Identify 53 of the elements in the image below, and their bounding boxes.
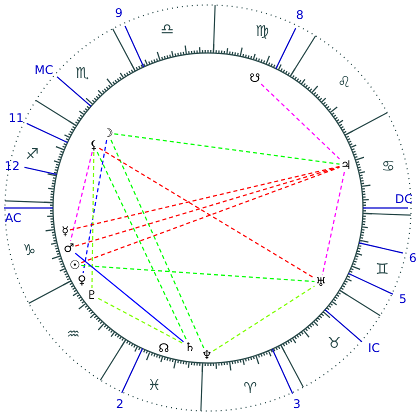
zodiac-sign-symbol: ♈ bbox=[244, 380, 257, 396]
planet-symbol: ♆ bbox=[202, 349, 212, 361]
house-label: 8 bbox=[296, 9, 304, 21]
house-label: IC bbox=[368, 342, 380, 354]
planet-symbol: ♄ bbox=[184, 341, 196, 353]
aspect-line bbox=[98, 298, 184, 344]
lunar-node-symbol: ☋ bbox=[250, 72, 260, 84]
aspect-line bbox=[74, 252, 184, 342]
planet-symbol: ☉ bbox=[70, 259, 80, 271]
zodiac-sign-symbol: ♌ bbox=[338, 74, 351, 90]
house-label: DC bbox=[395, 193, 413, 205]
zodiac-sign-symbol: ♑ bbox=[22, 242, 36, 258]
planet-symbol: ☽ bbox=[102, 127, 114, 139]
house-label: 5 bbox=[399, 293, 407, 305]
aspect-line bbox=[110, 140, 204, 348]
aspect-line bbox=[260, 84, 340, 160]
aspect-line bbox=[322, 172, 345, 276]
zodiac-sign-symbol: ♓ bbox=[148, 378, 161, 392]
aspect-line bbox=[81, 166, 340, 264]
house-label: 2 bbox=[116, 398, 124, 410]
house-label: 11 bbox=[8, 112, 24, 124]
aspect-line bbox=[91, 152, 94, 288]
aspect-line bbox=[75, 166, 340, 247]
lunar-node-symbol: ☊ bbox=[158, 342, 170, 354]
lilith-symbol: ⚸ bbox=[90, 139, 98, 151]
aspect-line bbox=[114, 133, 340, 165]
zodiac-sign-symbol: ♍ bbox=[256, 24, 269, 38]
house-label: 6 bbox=[409, 252, 417, 264]
house-label: 9 bbox=[115, 7, 123, 19]
zodiac-sign-symbol: ♐ bbox=[26, 146, 39, 162]
planet-symbol: ☿ bbox=[62, 225, 69, 237]
aspect-line bbox=[70, 166, 340, 230]
aspect-line bbox=[82, 140, 108, 274]
house-label: 12 bbox=[4, 160, 20, 172]
planet-symbol: ♃ bbox=[340, 159, 352, 171]
house-label: MC bbox=[34, 64, 54, 76]
planet-symbol: ♂ bbox=[64, 242, 74, 254]
zodiac-sign-symbol: ♏ bbox=[76, 66, 89, 80]
aspect-line bbox=[212, 286, 315, 352]
aspect-line bbox=[70, 152, 93, 242]
zodiac-sign-symbol: ♎ bbox=[160, 22, 174, 36]
zodiac-sign-symbol: ♉ bbox=[328, 336, 341, 350]
zodiac-sign-symbol: ♋ bbox=[382, 158, 395, 174]
zodiac-sign-symbol: ♊ bbox=[376, 262, 389, 276]
aspect-line bbox=[98, 148, 315, 279]
zodiac-sign-symbol: ♒ bbox=[66, 326, 80, 342]
house-label: AC bbox=[5, 212, 22, 224]
planet-symbol: ♅ bbox=[316, 276, 326, 288]
planet-symbol: ♇ bbox=[86, 289, 98, 301]
aspect-line bbox=[96, 152, 188, 340]
house-label: 3 bbox=[293, 398, 301, 410]
planet-symbol: ♀ bbox=[78, 274, 86, 286]
aspect-line bbox=[81, 264, 315, 282]
